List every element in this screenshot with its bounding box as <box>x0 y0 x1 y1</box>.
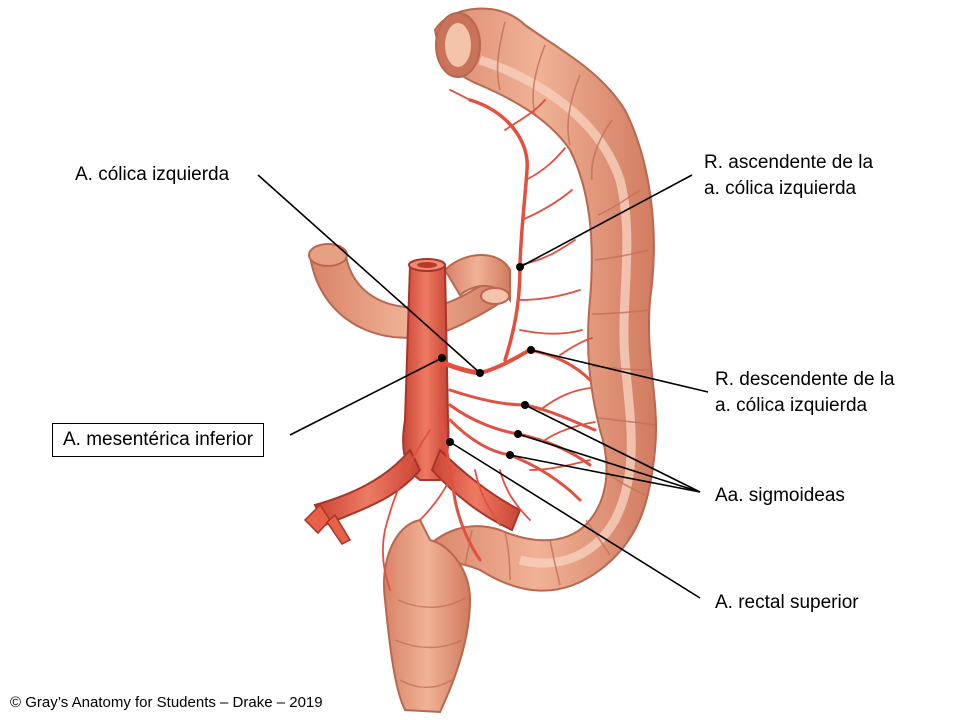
leader-descending-branch <box>530 349 709 393</box>
left-common-iliac <box>313 448 422 527</box>
sigmoid-artery-1 <box>448 388 597 432</box>
label-ascending-branch-line1: R. ascendente de la <box>704 152 874 173</box>
leader-ascending-branch <box>519 174 693 268</box>
left-colic-artery <box>478 348 532 375</box>
arteries <box>382 89 597 591</box>
colon-lumen-inner <box>445 23 471 67</box>
leader-sigmoid-3 <box>509 454 701 493</box>
aorta <box>303 258 522 545</box>
label-descending-branch-line2: a. cólica izquierda <box>715 395 868 416</box>
duodenum <box>308 243 512 339</box>
copyright-credit: © Gray’s Anatomy for Students – Drake – … <box>10 694 323 711</box>
leader-inferior-mesenteric <box>289 357 443 436</box>
label-left-colic-artery: A. cólica izquierda <box>75 164 230 185</box>
label-superior-rectal-artery: A. rectal superior <box>715 592 859 613</box>
label-ascending-branch-line2: a. cólica izquierda <box>704 178 857 199</box>
leader-superior-rectal <box>449 441 701 599</box>
leader-points <box>438 263 535 459</box>
superior-rectal-artery <box>438 408 482 562</box>
leader-sigmoid-1 <box>524 404 701 493</box>
sigmoid-rectum <box>383 518 472 714</box>
label-sigmoid-arteries: Aa. sigmoideas <box>715 485 845 506</box>
rectal-folds <box>394 597 466 689</box>
label-descending-branch-line1: R. descendente de la <box>715 369 895 390</box>
ascending-branch <box>468 98 529 362</box>
colon <box>383 7 658 714</box>
taenia-band <box>478 55 636 568</box>
leader-left-colic <box>257 174 481 374</box>
leader-lines <box>257 174 709 599</box>
leader-sigmoid-2 <box>517 433 701 493</box>
label-inferior-mesenteric-artery: A. mesentérica inferior <box>52 423 265 457</box>
haustra <box>464 21 656 586</box>
